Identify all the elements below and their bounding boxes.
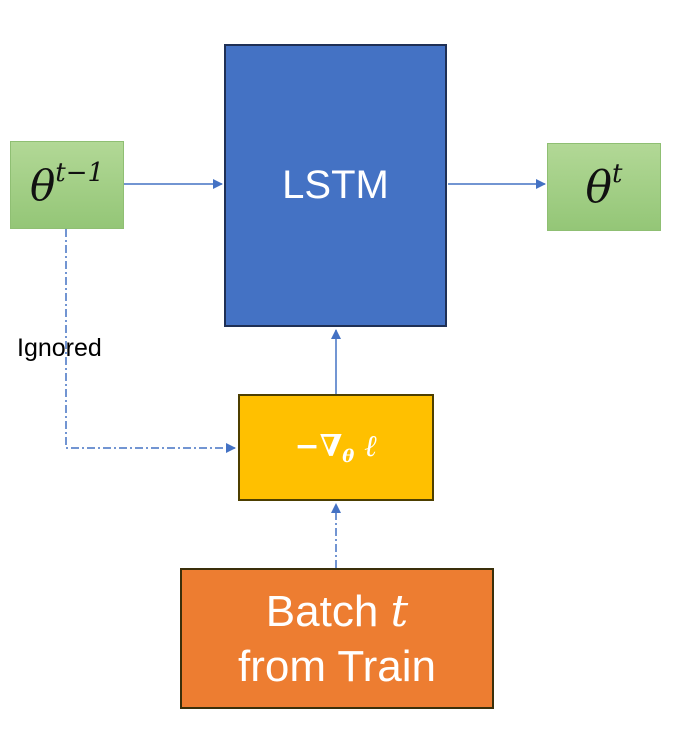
- theta-prev-base: θ: [29, 160, 56, 210]
- gradient-node: −∇θ ℓ: [238, 394, 434, 501]
- theta-next-base: θ: [585, 161, 613, 213]
- theta-next-label: θt: [585, 158, 623, 213]
- gradient-loss-symbol: ℓ: [354, 428, 378, 464]
- gradient-nabla: −∇: [294, 428, 343, 464]
- batch-line-1-variable: t: [390, 585, 409, 637]
- theta-next-superscript: t: [612, 158, 623, 189]
- arrow-theta-prev-to-gradient-ignored: [65, 229, 236, 453]
- lstm-label: LSTM: [282, 163, 389, 207]
- batch-line-1-text: Batch: [265, 586, 391, 636]
- gradient-label: −∇θ ℓ: [294, 429, 377, 467]
- theta-prev-label: θt−1: [29, 157, 105, 210]
- theta-prev-node: θt−1: [10, 141, 124, 229]
- ignored-edge-label: Ignored: [17, 334, 102, 362]
- lstm-node: LSTM: [224, 44, 447, 327]
- theta-prev-superscript: t−1: [55, 157, 105, 188]
- gradient-subscript: θ: [342, 445, 355, 467]
- batch-line-2: from Train: [237, 641, 437, 691]
- batch-node: Batch t from Train: [180, 568, 494, 709]
- theta-next-node: θt: [547, 143, 661, 231]
- batch-line-1: Batch t: [266, 584, 408, 639]
